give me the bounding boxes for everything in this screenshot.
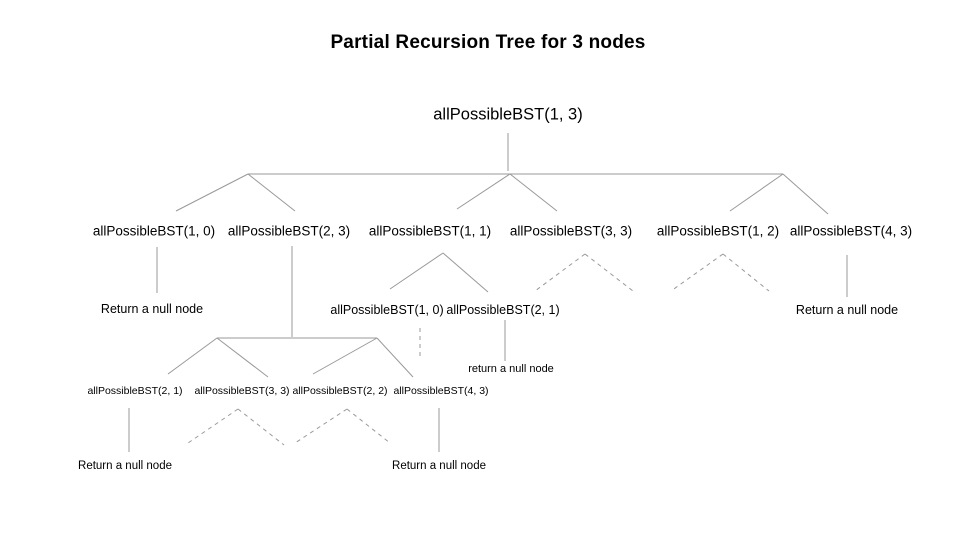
edge-bar-to-l1-1-2 — [729, 173, 784, 212]
node-l3-allpossiblebst-4-3: allPossibleBST(4, 3) — [393, 385, 489, 397]
return-null-label-left: Return a null node — [100, 302, 204, 316]
edge-l3-2-2-omitted-right — [346, 408, 391, 444]
edge-bar-to-l1-2-3 — [247, 173, 296, 212]
node-l1-allpossiblebst-1-2: allPossibleBST(1, 2) — [656, 223, 780, 239]
edge-l3-3-3-omitted-left — [187, 408, 239, 444]
edge-l1-3-3-omitted-right — [584, 253, 634, 292]
edge-l23bar-to-l3-4-3 — [376, 337, 414, 378]
diagram-title: Partial Recursion Tree for 3 nodes — [330, 32, 646, 53]
node-l1-allpossiblebst-4-3: allPossibleBST(4, 3) — [789, 223, 913, 239]
node-l1-allpossiblebst-1-1: allPossibleBST(1, 1) — [368, 223, 492, 239]
edge-bar-to-l1-1-1 — [456, 173, 511, 210]
edge-l23bar-to-l3-2-1 — [167, 337, 218, 375]
node-allpossiblebst-1-3: allPossibleBST(1, 3) — [433, 105, 583, 124]
edge-l1-1-2-omitted-right — [722, 253, 770, 292]
edge-bar-to-l1-3-3 — [509, 173, 558, 212]
node-l1-allpossiblebst-2-3: allPossibleBST(2, 3) — [227, 223, 351, 239]
edge-l1-3-3-omitted-left — [534, 253, 586, 292]
node-l3-allpossiblebst-3-3: allPossibleBST(3, 3) — [194, 385, 290, 397]
node-l1-allpossiblebst-3-3: allPossibleBST(3, 3) — [509, 223, 633, 239]
edge-bar-to-l1-4-3 — [782, 173, 829, 215]
node-l3-allpossiblebst-2-1: allPossibleBST(2, 1) — [87, 385, 183, 397]
node-l2-allpossiblebst-1-0: allPossibleBST(1, 0) — [330, 303, 444, 317]
return-null-label-mid: return a null node — [468, 363, 554, 375]
node-l3-allpossiblebst-2-2: allPossibleBST(2, 2) — [292, 385, 388, 397]
return-null-label-right: Return a null node — [795, 303, 899, 317]
edge-l23bar-to-l3-3-3 — [216, 337, 269, 378]
edge-l1-1-1-to-l2-1-0 — [389, 252, 444, 290]
node-l2-allpossiblebst-2-1: allPossibleBST(2, 1) — [446, 303, 560, 317]
edge-l1-1-2-omitted-left — [670, 253, 724, 292]
edge-l1-1-1-to-l2-2-1 — [442, 252, 489, 293]
return-null-label-bottom-right: Return a null node — [392, 460, 486, 472]
node-l1-allpossiblebst-1-0: allPossibleBST(1, 0) — [92, 223, 216, 239]
edge-l3-2-2-omitted-left — [294, 408, 348, 444]
edge-bar-to-l1-1-0 — [175, 173, 249, 212]
return-null-label-bottom-left: Return a null node — [78, 460, 172, 472]
edge-l3-3-3-omitted-right — [237, 408, 285, 446]
edge-l23bar-to-l3-2-2 — [312, 337, 378, 375]
